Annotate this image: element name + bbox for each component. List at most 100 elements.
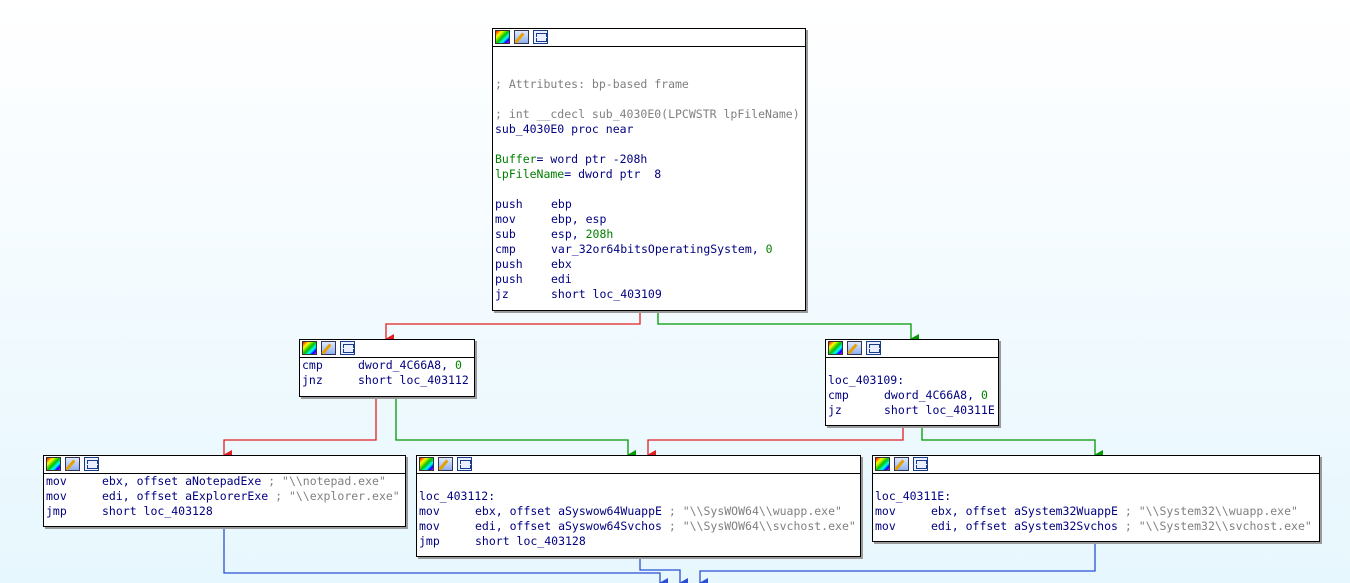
operands[interactable]: edi, offset aExplorerExe [102, 489, 269, 503]
node-titlebar[interactable] [417, 456, 860, 474]
string-comment: ; "\\explorer.exe" [268, 489, 400, 503]
stack-var-lpfilename[interactable]: lpFileName= dword ptr 8 [495, 167, 804, 182]
edge-entry-true [657, 310, 919, 344]
operands[interactable]: edi, offset aSyswow64Svchos [475, 519, 662, 533]
stack-var-buffer[interactable]: Buffer= word ptr -208h [495, 152, 804, 167]
color-palette-icon[interactable] [495, 30, 510, 44]
edit-pencil-icon[interactable] [514, 30, 529, 44]
operands[interactable]: ebx, offset aSystem32WuappE [931, 504, 1118, 518]
operands[interactable]: short loc_403109 [551, 287, 662, 301]
instruction-line[interactable]: push edi [495, 272, 804, 287]
graph-view-icon[interactable] [866, 341, 881, 355]
operands[interactable]: ebx [551, 257, 572, 271]
operands[interactable]: dword_4C66A8, [358, 358, 455, 372]
node-titlebar[interactable] [493, 29, 805, 47]
operands[interactable]: esp, [551, 227, 586, 241]
node-titlebar[interactable] [826, 340, 998, 358]
edit-pencil-icon[interactable] [438, 457, 453, 471]
mnemonic: cmp [495, 242, 516, 256]
color-palette-icon[interactable] [46, 457, 61, 471]
mnemonic: cmp [828, 388, 849, 402]
operands[interactable]: edi [551, 272, 572, 286]
immediate-value: 0 [454, 358, 462, 372]
graph-view-icon[interactable] [457, 457, 472, 471]
string-comment: ; "\\SysWOW64\\svchost.exe" [661, 519, 856, 533]
block-notepad-explorer[interactable]: mov ebx, offset aNotepadExe ; "\\notepad.… [43, 455, 406, 527]
proc-declaration[interactable]: sub_4030E0 proc near [495, 122, 634, 136]
edit-pencil-icon[interactable] [65, 457, 80, 471]
mnemonic: jmp [46, 504, 67, 518]
mnemonic: mov [46, 474, 67, 488]
color-palette-icon[interactable] [419, 457, 434, 471]
string-comment: ; "\\SysWOW64\\wuapp.exe" [661, 504, 842, 518]
signature-comment: ; int __cdecl sub_4030E0(LPCWSTR lpFileN… [495, 107, 800, 121]
operands[interactable]: ebp, esp [551, 212, 607, 226]
edit-pencil-icon[interactable] [894, 457, 909, 471]
color-palette-icon[interactable] [875, 457, 890, 471]
graph-view-icon[interactable] [340, 341, 355, 355]
operands[interactable]: short loc_403128 [475, 534, 586, 548]
color-palette-icon[interactable] [302, 341, 317, 355]
var-definition: = dword ptr 8 [564, 167, 662, 181]
block-label[interactable]: loc_403112: [419, 489, 496, 503]
instruction-line[interactable]: cmp dword_4C66A8, 0 [828, 388, 997, 403]
operands[interactable]: edi, offset aSystem32Svchos [931, 519, 1118, 533]
operands[interactable]: var_32or64bitsOperatingSystem, [551, 242, 766, 256]
immediate-value: 0 [980, 388, 988, 402]
edit-pencil-icon[interactable] [847, 341, 862, 355]
block-loc-403109[interactable]: loc_403109: cmp dword_4C66A8, 0 jz short lo… [825, 339, 999, 426]
mnemonic: jz [828, 403, 842, 417]
operands[interactable]: short loc_403128 [102, 504, 213, 518]
mnemonic: mov [495, 212, 516, 226]
block-loc-40311e[interactable]: loc_40311E: mov ebx, offset aSystem32Wuap… [872, 455, 1320, 542]
instruction-line[interactable]: mov ebp, esp [495, 212, 804, 227]
color-palette-icon[interactable] [828, 341, 843, 355]
mnemonic: mov [875, 504, 896, 518]
node-titlebar[interactable] [44, 456, 405, 474]
instruction-line[interactable]: jmp short loc_403128 [46, 504, 404, 519]
graph-view-icon[interactable] [913, 457, 928, 471]
edge-right-false [647, 425, 904, 460]
operands[interactable]: dword_4C66A8, [884, 388, 981, 402]
operands[interactable]: short loc_403112 [358, 373, 469, 387]
graph-view-icon[interactable] [533, 30, 548, 44]
instruction-line[interactable]: mov ebx, offset aNotepadExe ; "\\notepad.… [46, 474, 404, 489]
var-name[interactable]: lpFileName [495, 167, 565, 181]
mnemonic: mov [419, 519, 440, 533]
entry-block-sub-4030e0[interactable]: ; Attributes: bp-based frame ; int __cde… [492, 28, 806, 311]
graph-view-icon[interactable] [84, 457, 99, 471]
node-titlebar[interactable] [300, 340, 474, 358]
string-comment: ; "\\notepad.exe" [261, 474, 386, 488]
mnemonic: push [495, 272, 523, 286]
node-body: loc_40311E: mov ebx, offset aSystem32Wuap… [873, 474, 1319, 535]
operands[interactable]: ebx, offset aNotepadExe [102, 474, 262, 488]
operands[interactable]: short loc_40311E [884, 403, 995, 417]
instruction-line[interactable]: jz short loc_40311E [828, 403, 997, 418]
operands[interactable]: ebx, offset aSyswow64WuappE [475, 504, 662, 518]
block-label[interactable]: loc_40311E: [875, 489, 952, 503]
attributes-comment: ; Attributes: bp-based frame [495, 77, 689, 91]
node-titlebar[interactable] [873, 456, 1319, 474]
var-name[interactable]: Buffer [495, 152, 537, 166]
instruction-line[interactable]: mov edi, offset aSyswow64Svchos ; "\\SysW… [419, 519, 859, 534]
operands[interactable]: ebp [551, 197, 572, 211]
block-label[interactable]: loc_403109: [828, 373, 905, 387]
edit-pencil-icon[interactable] [321, 341, 336, 355]
